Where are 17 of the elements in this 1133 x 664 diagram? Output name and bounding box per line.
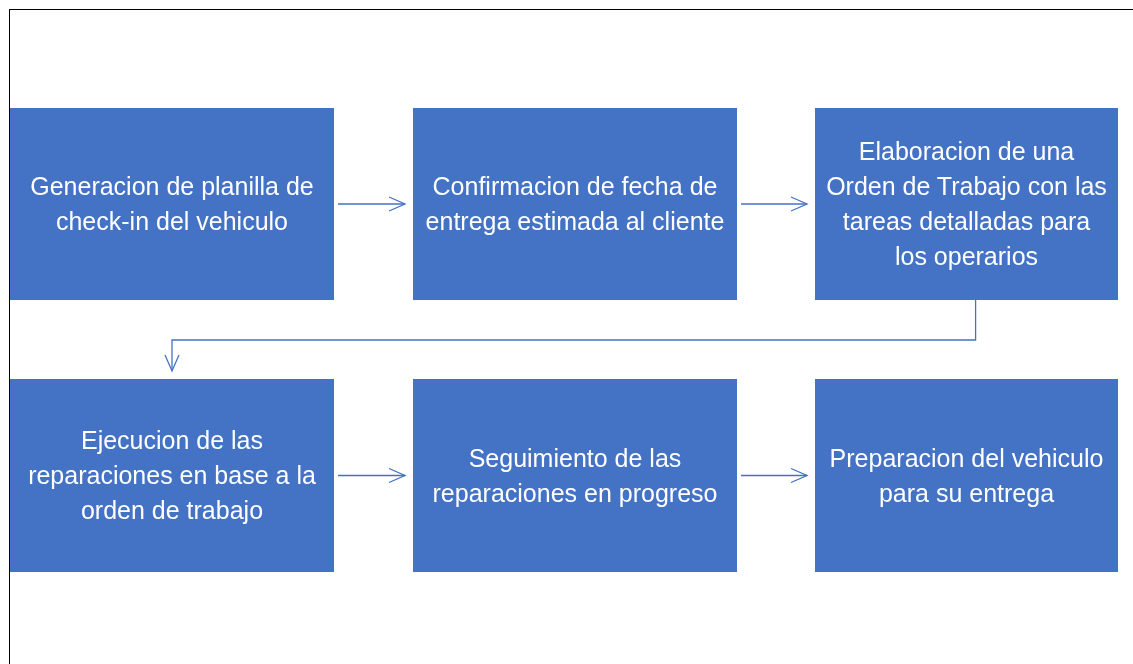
process-box — [413, 108, 737, 300]
arrow — [740, 467, 808, 484]
arrow — [164, 299, 977, 372]
step-text: Elaboracion de una Orden de Trabajo con las tareas detalladas para los operarios — [825, 136, 1108, 272]
process-box — [815, 108, 1118, 300]
step-text: Confirmacion de fecha de entrega estimada al cliente — [424, 171, 726, 237]
step-text: Preparacion del vehiculo para su entrega — [828, 442, 1105, 509]
step-text: Ejecucion de las reparaciones en base a la orden de trabajo — [27, 425, 317, 526]
process-box — [10, 379, 334, 572]
arrow — [337, 467, 406, 484]
step-text: Generacion de planilla de check-in del vehiculo — [29, 171, 315, 237]
process-box — [815, 379, 1118, 572]
step-text: Seguimiento de las reparaciones en progreso — [431, 442, 719, 509]
process-box — [413, 379, 737, 572]
process-box — [10, 108, 334, 300]
arrow — [740, 196, 808, 212]
arrow — [337, 196, 406, 212]
